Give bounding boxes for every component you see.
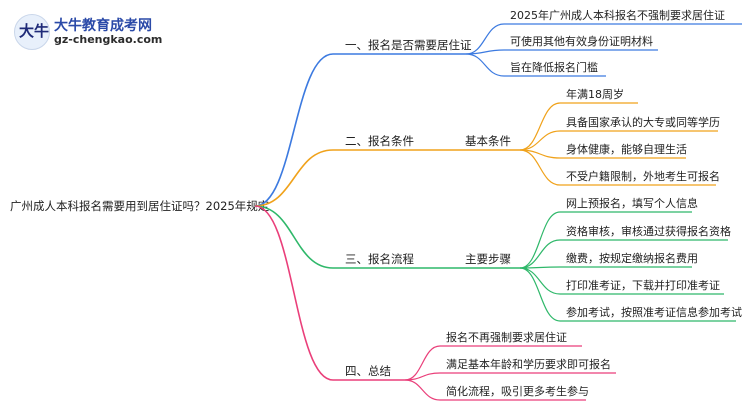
branch-2-item-3: 身体健康，能够自理生活 [566,142,687,156]
logo-title: 大牛教育成考网 [54,18,152,34]
branch-2-item-2: 具备国家承认的大专或同等学历 [566,115,720,129]
branch-3-item-3: 缴费，按规定缴纳报名费用 [566,251,698,265]
branch-4-item-1-connector [404,345,441,381]
branch-2-item-1: 年满18周岁 [566,87,624,101]
branch-1-connector [254,53,334,207]
branch-2-connector [254,149,334,207]
branch-1-label: 一、报名是否需要居住证 [345,38,472,52]
branch-3-item-1: 网上预报名，填写个人信息 [566,196,698,210]
branch-4-item-1: 报名不再强制要求居住证 [446,330,567,344]
branch-3-item-5: 参加考试，按照准考证信息参加考试 [566,305,742,319]
branch-4-item-2: 满足基本年龄和学历要求即可报名 [446,357,611,371]
branch-3-item-4-connector [519,267,561,295]
branch-1-item-3: 旨在降低报名门槛 [510,60,598,74]
branch-4-item-3-connector [404,379,441,401]
site-logo[interactable]: 大牛 大牛教育成考网 gz-chengkao.com [14,14,184,50]
branch-3-item-1-connector [519,211,561,269]
branch-1-item-1-connector [465,23,505,55]
branch-3-item-5-connector [519,267,561,322]
branch-1-item-1: 2025年广州成人本科报名不强制要求居住证 [510,8,725,22]
branch-2-label: 二、报名条件 [345,134,414,148]
branch-3-item-4: 打印准考证，下载并打印准考证 [566,278,720,292]
branch-4-connector [254,205,334,381]
branch-2-item-4-connector [519,149,561,186]
branch-2-item-4: 不受户籍限制，外地考生可报名 [566,169,720,183]
branch-4-label: 四、总结 [345,364,391,378]
branch-2-item-2-connector [519,130,561,151]
branch-3-sub-label: 主要步骤 [465,252,511,266]
branch-2-item-1-connector [519,102,561,151]
big-cow-logo-icon: 大牛 [14,14,50,50]
branch-3-item-2: 资格审核，审核通过获得报名资格 [566,224,731,238]
branch-2-sub-label: 基本条件 [465,134,511,148]
branch-1-item-3-connector [465,53,505,77]
branch-3-connector [254,205,334,269]
branch-3-item-2-connector [519,239,561,269]
branch-1-item-2-connector [465,49,505,55]
root-topic: 广州成人本科报名需要用到居住证吗？2025年规定 [10,199,270,213]
branch-4-item-3: 简化流程，吸引更多考生参与 [446,384,589,398]
logo-url: gz-chengkao.com [54,33,163,46]
branch-3-label: 三、报名流程 [345,252,414,266]
branch-1-item-2: 可使用其他有效身份证明材料 [510,34,653,48]
